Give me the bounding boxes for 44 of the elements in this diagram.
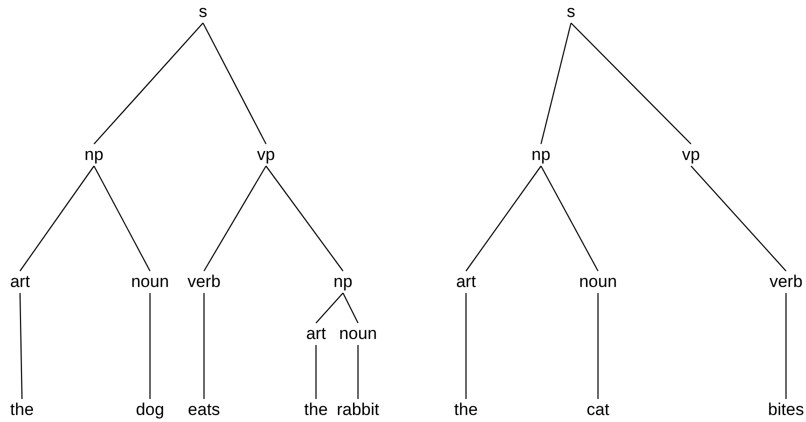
tree-label: noun [579,272,617,292]
tree-label: art [306,324,326,344]
tree-label: s [198,2,208,22]
tree-label: np [84,145,104,165]
tree-label: s [566,2,576,22]
tree-branch [316,292,344,324]
tree-branch [570,22,692,144]
tree-branch [20,166,94,272]
tree-label: verb [769,272,803,292]
tree-branch [465,293,467,399]
tree-label: cat [586,400,610,420]
tree-label: vp [682,145,700,165]
tree-branch [94,22,204,144]
tree-label: rabbit [336,400,380,420]
tree-label: np [334,272,352,292]
tree-branch [785,293,787,399]
tree-label: the [10,400,34,420]
tree-branch [203,293,205,399]
tree-label: art [10,272,30,292]
tree-label: the [304,400,328,420]
tree-label: eats [188,400,220,420]
tree-branch [315,345,317,399]
tree-label: dog [136,400,164,420]
tree-branch [94,166,150,272]
tree-branch [540,166,598,272]
tree-branch [540,22,572,144]
tree-branch [357,345,359,399]
tree-label: verb [187,272,221,292]
tree-label: the [454,400,478,420]
tree-label: vp [257,145,275,165]
tree-label: bites [768,400,804,420]
tree-branch [19,292,23,400]
tree-branch [466,166,542,272]
tree-branch [204,166,266,272]
tree-branch [149,293,151,399]
tree-branch [202,22,266,144]
tree-branch [690,166,786,272]
tree-label: noun [339,324,377,344]
tree-branch [342,292,358,324]
tree-label: noun [131,272,169,292]
tree-label: np [532,145,550,165]
tree-branch [597,293,599,399]
tree-label: art [456,272,476,292]
tree-branch [266,166,344,272]
